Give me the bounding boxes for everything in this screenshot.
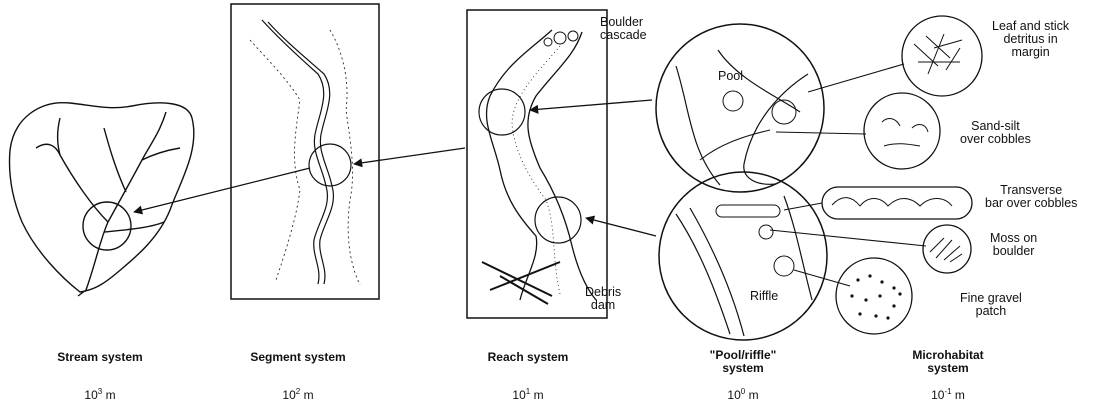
riffle-label: Riffle bbox=[750, 290, 778, 303]
zoom-arrows bbox=[134, 100, 656, 236]
segment-frame bbox=[231, 4, 379, 299]
pool-riffle-scale-label: 100 m bbox=[727, 388, 758, 402]
segment-system-drawing bbox=[231, 4, 379, 299]
microhabitat-drawing bbox=[822, 16, 982, 334]
segment-system-label: Segment system bbox=[250, 351, 345, 364]
riffle-system-drawing bbox=[659, 172, 827, 340]
boulder-cascade-label: Boulder cascade bbox=[600, 16, 647, 42]
microhabitat-scale-label: 10-1 m bbox=[931, 388, 965, 402]
reach-system-drawing bbox=[467, 10, 607, 318]
leaf-detritus-circle bbox=[902, 16, 982, 96]
arrow-pool-to-reach bbox=[530, 100, 652, 110]
stream-scale-label: 103 m bbox=[84, 388, 115, 402]
stream-system-drawing bbox=[10, 103, 194, 296]
leaf-detritus-label: Leaf and stick detritus in margin bbox=[992, 20, 1069, 59]
transverse-bar-inset bbox=[716, 205, 780, 217]
pool-label: Pool bbox=[718, 70, 743, 83]
leader-lines bbox=[770, 64, 926, 286]
arrow-reach-to-segment bbox=[354, 148, 465, 164]
fine-gravel-circle bbox=[836, 258, 912, 334]
pool-boulder-b bbox=[772, 100, 796, 124]
arrow-riffle-to-reach bbox=[586, 218, 656, 236]
watershed-outline bbox=[10, 103, 194, 292]
moss-circle bbox=[923, 225, 971, 273]
reach-system-label: Reach system bbox=[488, 351, 569, 364]
reach-scale-label: 101 m bbox=[512, 388, 543, 402]
microhabitat-system-label: Microhabitat system bbox=[912, 349, 983, 374]
sand-silt-circle bbox=[864, 93, 940, 169]
riffle-gravel-circle bbox=[774, 256, 794, 276]
segment-scale-label: 102 m bbox=[282, 388, 313, 402]
pool-boulder-a bbox=[723, 91, 743, 111]
reach-channel-left bbox=[487, 30, 553, 300]
sand-silt-label: Sand-silt over cobbles bbox=[960, 120, 1031, 146]
transverse-bar-label: Transverse bar over cobbles bbox=[985, 184, 1077, 210]
reach-pool-circle bbox=[479, 89, 525, 135]
main-stream bbox=[86, 112, 166, 290]
arrow-segment-to-stream bbox=[134, 168, 310, 212]
fine-gravel-label: Fine gravel patch bbox=[960, 292, 1022, 318]
reach-channel-right bbox=[528, 32, 596, 300]
segment-channel-right bbox=[268, 22, 333, 284]
debris-dam-label: Debris dam bbox=[585, 286, 621, 312]
gravel-dots bbox=[850, 274, 901, 319]
moss-boulder-label: Moss on boulder bbox=[990, 232, 1037, 258]
stream-system-label: Stream system bbox=[57, 351, 142, 364]
pool-system-drawing bbox=[656, 24, 824, 192]
boulder-cascade-rocks bbox=[554, 32, 566, 44]
pool-riffle-system-label: "Pool/riffle" system bbox=[710, 349, 777, 374]
riffle-boulder bbox=[759, 225, 773, 239]
